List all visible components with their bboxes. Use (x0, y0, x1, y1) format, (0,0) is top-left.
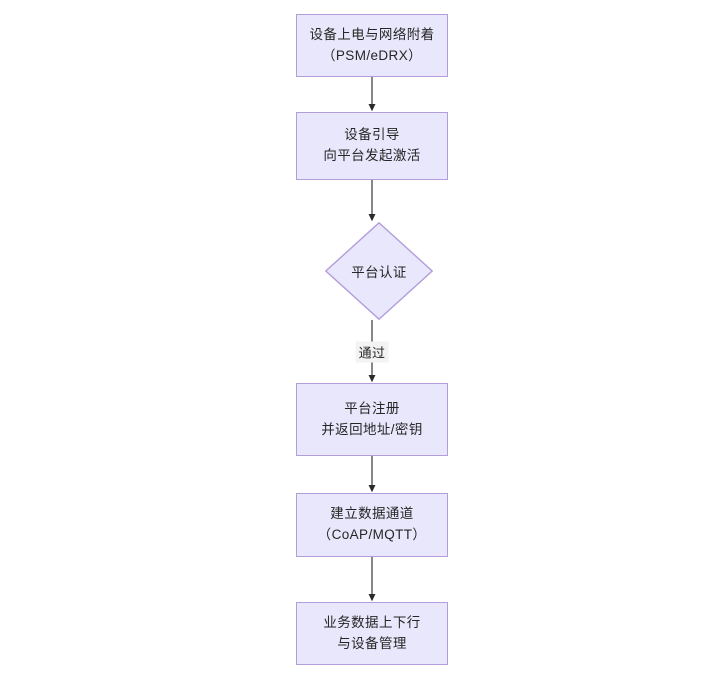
edge-label-pass: 通过 (355, 341, 389, 363)
node-text-line: 设备引导 (344, 127, 400, 143)
node-establish-data-channel[interactable]: 建立数据通道 （CoAP/MQTT） (296, 493, 448, 557)
node-text-line: 平台认证 (351, 265, 407, 280)
node-text-line: 设备上电与网络附着 (309, 26, 435, 42)
node-text-line: 建立数据通道 (330, 506, 414, 522)
node-text-line: 平台注册 (344, 400, 400, 416)
node-text-line: 业务数据上下行 (323, 614, 421, 630)
node-platform-registration[interactable]: 平台注册 并返回地址/密钥 (296, 383, 448, 456)
node-text-line: 与设备管理 (337, 635, 407, 651)
node-text-line: （CoAP/MQTT） (317, 527, 427, 542)
node-device-bootstrap[interactable]: 设备引导 向平台发起激活 (296, 112, 448, 180)
diamond-shape-icon (325, 222, 433, 320)
node-text-line: （PSM/eDRX） (321, 47, 423, 63)
node-text-line: 向平台发起激活 (323, 148, 421, 163)
node-text-line: 并返回地址/密钥 (321, 421, 423, 437)
node-business-data-and-device-management[interactable]: 业务数据上下行 与设备管理 (296, 602, 448, 665)
node-platform-authentication[interactable]: 平台认证 (325, 222, 433, 320)
node-device-power-on[interactable]: 设备上电与网络附着 （PSM/eDRX） (296, 14, 448, 77)
